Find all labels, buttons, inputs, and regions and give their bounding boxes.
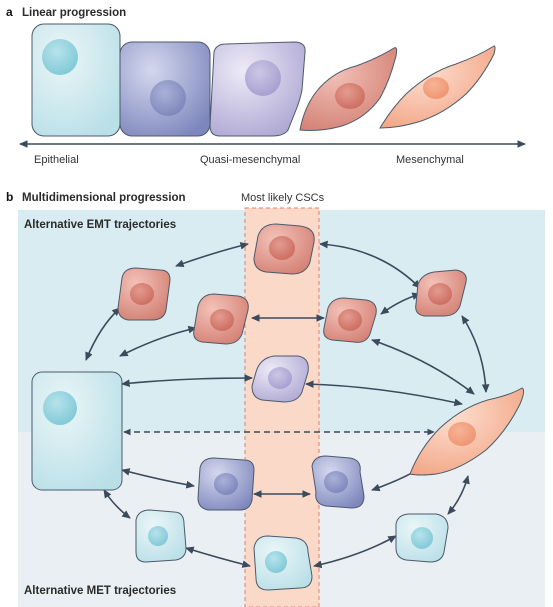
panel-a-title: Linear progression — [22, 7, 126, 19]
mesenchymal-cell-red-left-top — [117, 267, 171, 321]
arrow-orange-to-teal — [447, 475, 470, 515]
mesenchymal-cell-red-a — [299, 47, 398, 131]
mesenchymal-cell-red-mid-left — [193, 293, 249, 345]
epithelial-cell-b — [31, 371, 123, 491]
panel-b-letter: b — [6, 190, 13, 204]
mesenchymal-cell-red-far-right — [415, 269, 467, 317]
quasi-mesenchymal-cell-blue-right — [311, 455, 365, 509]
met-trajectories-label: Alternative MET trajectories — [24, 585, 176, 597]
arrow-epi-to-purple — [121, 374, 253, 388]
quasi-mesenchymal-cell-blue-a — [119, 41, 211, 137]
arrow-red-top-left — [175, 242, 249, 268]
mesenchymal-cell-orange-b — [409, 387, 525, 476]
mesenchymal-cell-red-csc-top — [253, 223, 315, 275]
arrow-red-top-right — [319, 240, 421, 289]
quasi-mesenchymal-cell-purple-csc — [251, 355, 309, 403]
panel-b-title: Multidimensional progression — [22, 192, 186, 204]
csc-label: Most likely CSCs — [241, 192, 325, 204]
epithelial-cell-a — [31, 23, 121, 137]
panel-a-letter: a — [6, 5, 13, 19]
label-mesenchymal: Mesenchymal — [396, 154, 464, 166]
arrow-purple-to-orange — [305, 380, 463, 407]
epithelial-cell-teal-csc — [253, 535, 313, 591]
label-epithelial: Epithelial — [34, 154, 79, 166]
arrow-epi-to-teal-left — [103, 489, 131, 519]
emt-trajectories-label: Alternative EMT trajectories — [24, 219, 176, 231]
quasi-mesenchymal-cell-blue-left — [197, 457, 255, 511]
arrow-teal-to-teal — [185, 546, 251, 568]
arrow-red-to-orange — [461, 315, 490, 393]
mesenchymal-cell-orange-a — [379, 45, 496, 129]
epithelial-cell-teal-right — [395, 513, 449, 563]
arrow-epi-to-blue — [121, 468, 195, 489]
arrow-teal-to-teal-right — [313, 535, 397, 569]
epithelial-cell-teal-left — [135, 509, 187, 563]
arrow-epi-to-red-mid — [119, 325, 197, 357]
quasi-mesenchymal-cell-purple-a — [209, 41, 306, 137]
label-quasi-mesenchymal: Quasi-mesenchymal — [200, 154, 300, 166]
arrow-red-mid-to-orange — [371, 338, 475, 395]
arrow-epi-to-red-left — [85, 307, 121, 361]
mesenchymal-cell-red-mid-right — [323, 297, 377, 343]
